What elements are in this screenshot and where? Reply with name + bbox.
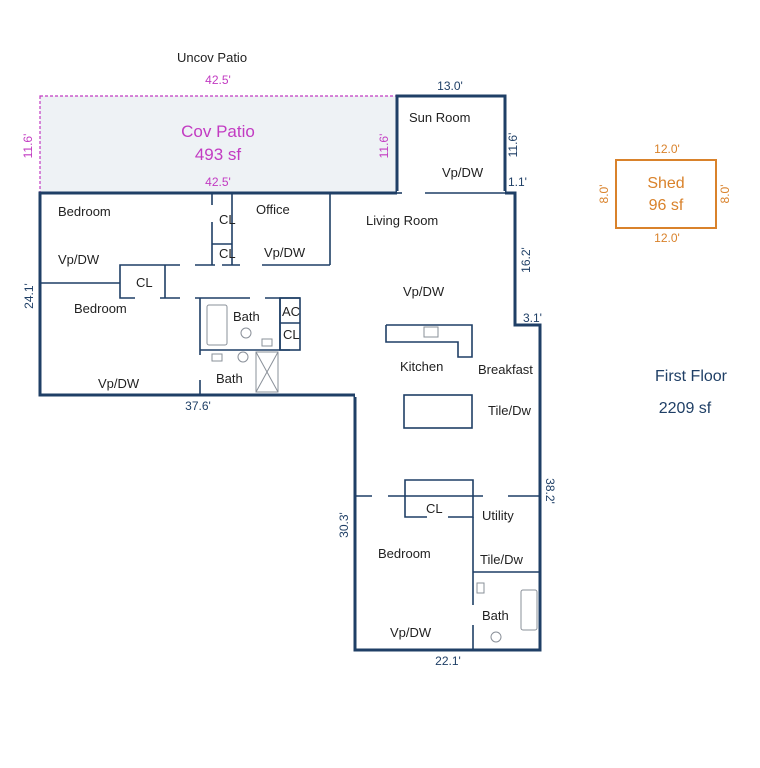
sun-room-label: Sun Room — [409, 110, 470, 125]
patio-right-dim: 11.6' — [377, 134, 391, 159]
bedroom-floor: Vp/DW — [390, 625, 432, 640]
closet-label: CL — [426, 501, 443, 516]
sun-room-floor: Vp/DW — [442, 165, 484, 180]
shed-top-dim: 12.0' — [654, 142, 680, 156]
bottom-left-dim: 37.6' — [185, 399, 211, 413]
bedroom-floor: Vp/DW — [58, 252, 100, 267]
office-label: Office — [256, 202, 290, 217]
patio-left-dim: 11.6' — [21, 134, 35, 159]
covered-patio: Uncov Patio 42.5' 42.5' 11.6' 11.6' Cov … — [21, 50, 398, 195]
patio-bottom-dim: 42.5' — [205, 175, 231, 189]
kitchen-label: Kitchen — [400, 359, 443, 374]
bedroom-label: Bedroom — [378, 546, 431, 561]
sink-icon — [476, 582, 485, 594]
closet-label: CL — [219, 212, 236, 227]
living-right-dim: 16.2' — [519, 247, 533, 273]
wing-left-dim: 30.3' — [337, 512, 351, 538]
sunroom-right-dim: 11.6' — [506, 133, 520, 158]
room-labels: Sun Room Vp/DW Bedroom Vp/DW CL CL Offic… — [58, 110, 533, 640]
closet-label: CL — [136, 275, 153, 290]
shed: 12.0' 12.0' 8.0' 8.0' Shed 96 sf — [597, 142, 732, 245]
bathtub-icon — [520, 589, 538, 631]
utility-floor: Tile/Dw — [480, 552, 523, 567]
wing-right-dim: 38.2' — [543, 478, 557, 504]
bedroom-label: Bedroom — [58, 204, 111, 219]
shed-name: Shed — [647, 175, 684, 192]
kitchen-sink-icon — [423, 326, 439, 338]
toilet-icon — [490, 631, 502, 643]
kitchen-floor: Tile/Dw — [488, 403, 531, 418]
bath-label: Bath — [233, 309, 260, 324]
patio-area: 493 sf — [195, 145, 242, 164]
bath-label: Bath — [482, 608, 509, 623]
living-room-label: Living Room — [366, 213, 438, 228]
jog-mid-dim: 3.1' — [523, 311, 542, 325]
living-room-floor: Vp/DW — [403, 284, 445, 299]
shed-bottom-dim: 12.0' — [654, 231, 680, 245]
sunroom-top-dim: 13.0' — [437, 79, 463, 93]
bedroom-label: Bedroom — [74, 301, 127, 316]
shed-right-dim: 8.0' — [718, 185, 732, 204]
bathtub-icon — [206, 304, 228, 346]
sink-icon — [261, 338, 273, 347]
sink-icon — [211, 353, 223, 362]
closet-label: CL — [283, 327, 300, 342]
patio-name: Cov Patio — [181, 122, 255, 141]
ac-label: AC — [282, 304, 300, 319]
wing-bottom-dim: 22.1' — [435, 654, 461, 668]
bath-label: Bath — [216, 371, 243, 386]
patio-top-dim: 42.5' — [205, 73, 231, 87]
office-floor: Vp/DW — [264, 245, 306, 260]
exterior-walls — [38, 94, 542, 652]
floor-name: First Floor — [655, 368, 728, 385]
breakfast-label: Breakfast — [478, 362, 533, 377]
left-dim: 24.1' — [22, 283, 36, 309]
jog-top-dim: 1.1' — [508, 175, 527, 189]
bedroom-floor: Vp/DW — [98, 376, 140, 391]
dimensions: 13.0' 11.6' 1.1' 16.2' 3.1' 24.1' 37.6' … — [22, 79, 557, 668]
uncovered-patio-label: Uncov Patio — [177, 50, 247, 65]
toilet-icon — [237, 351, 249, 363]
shed-area: 96 sf — [649, 197, 684, 214]
interior-walls — [40, 193, 540, 650]
shed-left-dim: 8.0' — [597, 185, 611, 204]
bath-fixtures — [206, 304, 538, 643]
floor-area: 2209 sf — [659, 400, 712, 417]
closet-label: CL — [219, 246, 236, 261]
toilet-icon — [240, 327, 252, 339]
utility-label: Utility — [482, 508, 514, 523]
